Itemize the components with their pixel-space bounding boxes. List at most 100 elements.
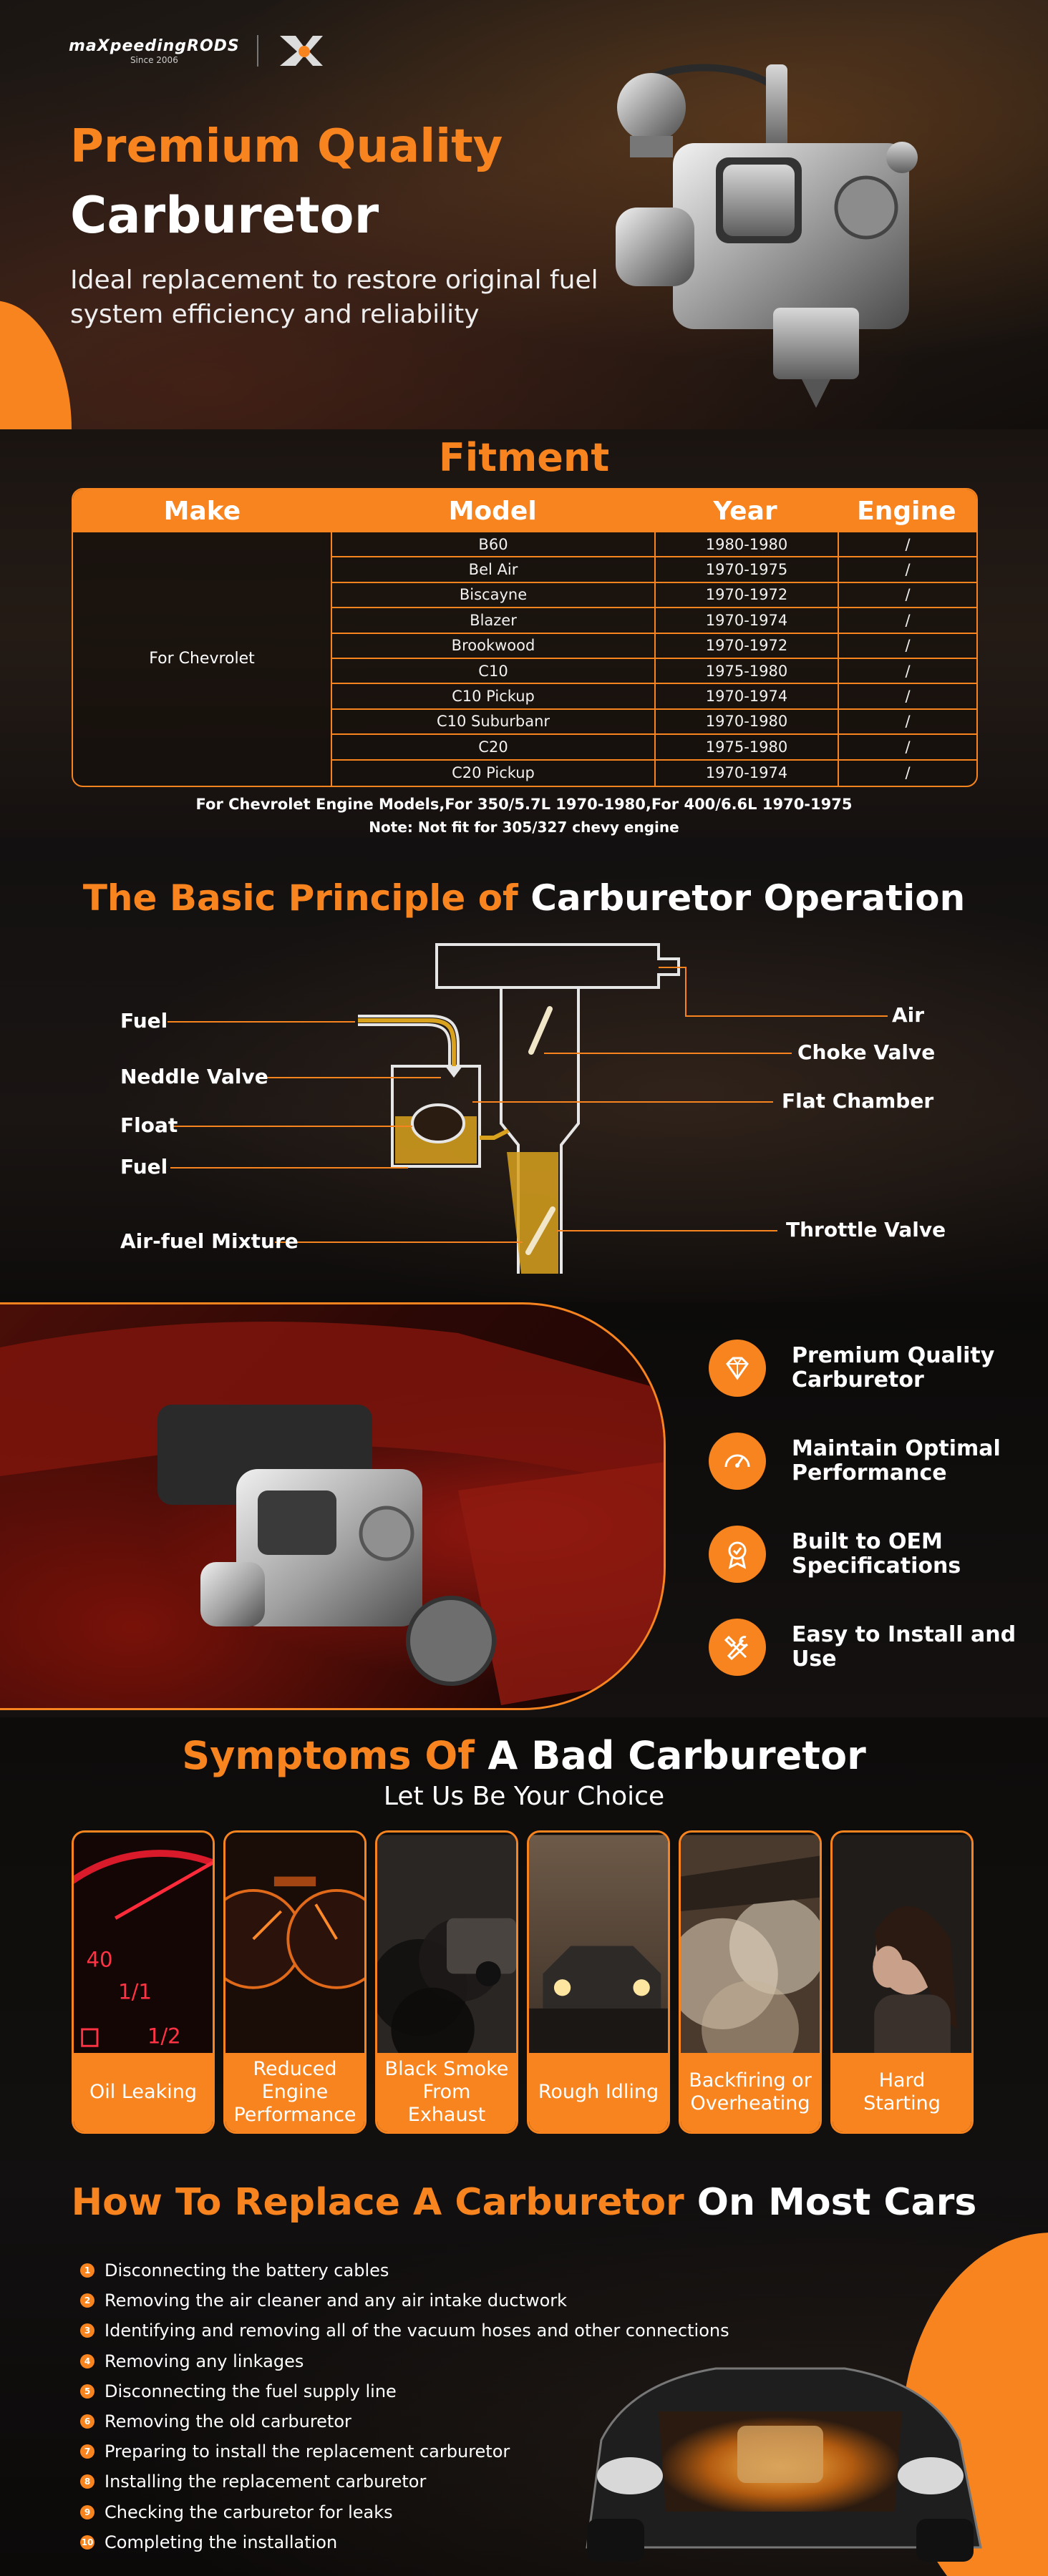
hero-title: Carburetor	[70, 186, 379, 245]
decorative-orange-curve	[0, 301, 72, 429]
step-number-badge: 4	[80, 2353, 94, 2368]
badge-icon	[709, 1526, 766, 1583]
symptom-label: Hard Starting	[833, 2053, 971, 2132]
feature-item-install: Easy to Install and Use	[709, 1619, 1035, 1676]
symptom-card-hard-starting: Hard Starting	[830, 1830, 974, 2134]
feature-item-performance: Maintain Optimal Performance	[709, 1433, 1035, 1490]
engine-cell: /	[905, 535, 911, 553]
symptom-card-backfiring: Backfiring or Overheating	[679, 1830, 822, 2134]
step-number-badge: 3	[80, 2323, 94, 2338]
diagram-label-choke-valve: Choke Valve	[797, 1040, 936, 1064]
model-cell: C20	[332, 735, 656, 759]
make-cell: For Chevrolet	[73, 532, 332, 786]
logo-divider	[256, 35, 258, 67]
engine-cell: /	[905, 662, 911, 680]
x-logo-icon	[279, 36, 323, 66]
diagram-label-fuel: Fuel	[120, 1155, 168, 1179]
engine-cell: /	[905, 586, 911, 604]
gauge-icon	[709, 1433, 766, 1490]
year-cell: 1970-1974	[656, 608, 839, 633]
gauge-reading-full: 1/1	[118, 1979, 152, 2004]
symptoms-title-accent: Symptoms Of	[182, 1733, 488, 1778]
model-cell: Biscayne	[332, 582, 656, 608]
diagram-label-needle-valve: Neddle Valve	[120, 1065, 268, 1088]
step-number-badge: 5	[80, 2384, 94, 2399]
carburetor-product-image	[616, 64, 918, 408]
fitment-engine-note: For Chevrolet Engine Models,For 350/5.7L…	[195, 796, 853, 813]
step-text: Disconnecting the battery cables	[105, 2260, 389, 2281]
symptom-card-reduced-performance: Reduced Engine Performance	[223, 1830, 367, 2134]
feature-item-quality: Premium Quality Carburetor	[709, 1340, 1035, 1397]
engine-cell: /	[905, 611, 911, 629]
symptom-label: Oil Leaking	[74, 2053, 213, 2132]
hero-section: maXpeedingRODS Since 2006 Premium Qualit…	[0, 0, 1048, 429]
engine-cell: /	[905, 637, 911, 655]
model-cell: C10 Pickup	[332, 684, 656, 708]
carburetor-in-engine-image	[0, 1322, 664, 1705]
model-cell: Bel Air	[332, 557, 656, 582]
symptom-card-oil-leaking: 40 1/1 1/2 Oil Leaking	[72, 1830, 215, 2134]
column-header-make: Make	[163, 496, 241, 526]
feature-label: Built to OEM Specifications	[792, 1529, 961, 1579]
fitment-exclusion-note: Note: Not fit for 305/327 chevy engine	[369, 819, 679, 836]
feature-label: Premium Quality Carburetor	[792, 1343, 995, 1392]
gauge-reading-half: 1/2	[147, 2024, 181, 2048]
model-cell: C10 Suburbanr	[332, 709, 656, 734]
year-cell: 1970-1972	[656, 633, 839, 658]
diamond-icon	[709, 1340, 766, 1397]
symptoms-section: Symptoms Of A Bad Carburetor Let Us Be Y…	[0, 1717, 1048, 2161]
fitment-title: Fitment	[438, 435, 610, 480]
logo-since: Since 2006	[130, 54, 178, 65]
logo-wordmark: maXpeedingRODS	[69, 36, 240, 55]
step-number-badge: 6	[80, 2414, 94, 2429]
car-engine-xray-image	[586, 2367, 982, 2562]
diagram-label-float: Float	[120, 1113, 178, 1137]
gauge-reading-40: 40	[86, 1948, 112, 1972]
fitment-table-header: Make Model Year Engine	[73, 489, 976, 532]
engine-cell: /	[905, 764, 911, 782]
symptom-label: Black Smoke From Exhaust	[377, 2053, 516, 2132]
symptom-card-black-smoke: Black Smoke From Exhaust	[375, 1830, 518, 2134]
step-number-badge: 8	[80, 2474, 94, 2489]
principle-title-accent: The Basic Principle of	[82, 877, 531, 919]
brand-logo[interactable]: maXpeedingRODS Since 2006	[69, 33, 326, 69]
year-cell: 1970-1972	[656, 582, 839, 608]
engine-cell: /	[905, 688, 911, 706]
column-header-engine: Engine	[857, 496, 956, 526]
symptom-label: Backfiring or Overheating	[681, 2053, 820, 2132]
symptoms-title-main: A Bad Carburetor	[487, 1733, 866, 1778]
column-header-model: Model	[448, 496, 537, 526]
diagram-label-fuel-inlet: Fuel	[120, 1009, 168, 1033]
symptom-card-rough-idling: Rough Idling	[527, 1830, 670, 2134]
fitment-section: Fitment Make Model Year Engine For Chevr…	[0, 429, 1048, 837]
carburetor-diagram	[168, 943, 888, 1274]
feature-item-oem: Built to OEM Specifications	[709, 1526, 1035, 1583]
diagram-label-flat-chamber: Flat Chamber	[782, 1089, 934, 1113]
step-text: Disconnecting the fuel supply line	[105, 2381, 397, 2401]
replace-title-accent: How To Replace A Carburetor	[71, 2181, 697, 2224]
symptoms-subtitle: Let Us Be Your Choice	[383, 1782, 665, 1811]
step-text: Completing the installation	[105, 2532, 338, 2552]
year-cell: 1970-1974	[656, 684, 839, 708]
diagram-label-air: Air	[892, 1003, 925, 1027]
engine-cell: /	[905, 561, 911, 579]
list-item: 5 Disconnecting the fuel supply line	[80, 2376, 729, 2406]
model-cell: Brookwood	[332, 633, 656, 658]
year-cell: 1975-1980	[656, 735, 839, 759]
fitment-table: Make Model Year Engine For Chevrolet B60…	[72, 488, 978, 787]
principle-section: The Basic Principle of Carburetor Operat…	[0, 837, 1048, 1302]
step-number-badge: 10	[80, 2534, 94, 2550]
features-section: Premium Quality Carburetor Maintain Opti…	[0, 1302, 1048, 1717]
